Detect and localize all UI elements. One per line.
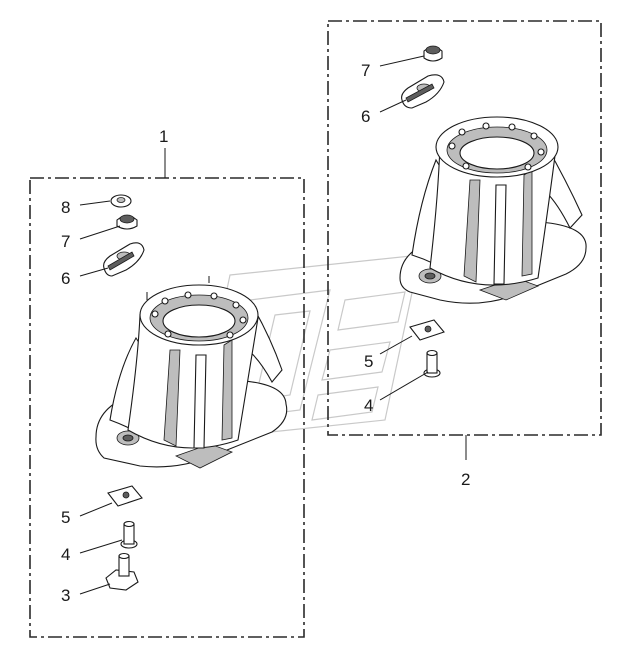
- leader-right-4: [379, 371, 429, 401]
- part-6-plate: [103, 242, 145, 277]
- callout-left-4: 4: [61, 545, 70, 564]
- part-6-plate-right: [401, 74, 445, 109]
- part-3-bolt: [105, 552, 139, 591]
- part-5-plate-left: [107, 485, 143, 507]
- callout-left-5: 5: [61, 508, 70, 527]
- callout-right-6: 6: [361, 107, 370, 126]
- left-hub-housing: [95, 276, 288, 469]
- assembly-frame-2: [327, 20, 602, 436]
- callout-left-8: 8: [61, 198, 70, 217]
- leader-right-7: [379, 55, 425, 67]
- part-5-plate-right: [409, 319, 445, 341]
- leader-left-6: [79, 267, 109, 277]
- callout-right-5: 5: [364, 352, 373, 371]
- leader-left-8: [79, 200, 111, 206]
- assembly-label-1: 1: [159, 127, 168, 146]
- right-hub-housing: [399, 116, 587, 304]
- callout-right-7: 7: [361, 61, 370, 80]
- leader-right-5: [379, 335, 413, 355]
- assembly-frame-1: [29, 177, 305, 638]
- part-4-bolt-right: [423, 349, 441, 378]
- part-8-nut: [110, 194, 132, 208]
- callout-left-7: 7: [61, 232, 70, 251]
- leader-left-3: [79, 583, 111, 595]
- part-4-bolt-left: [120, 520, 138, 549]
- callout-left-6: 6: [61, 269, 70, 288]
- leader-left-7: [79, 225, 121, 240]
- callout-right-4: 4: [364, 396, 373, 415]
- leader-left-4: [79, 539, 123, 554]
- leader-right-6: [379, 99, 407, 113]
- assembly-label-2: 2: [461, 470, 470, 489]
- part-7-cap-nut-right: [423, 45, 443, 62]
- part-7-cap-nut: [116, 214, 138, 230]
- callout-left-3: 3: [61, 586, 70, 605]
- leader-left-5: [79, 502, 113, 517]
